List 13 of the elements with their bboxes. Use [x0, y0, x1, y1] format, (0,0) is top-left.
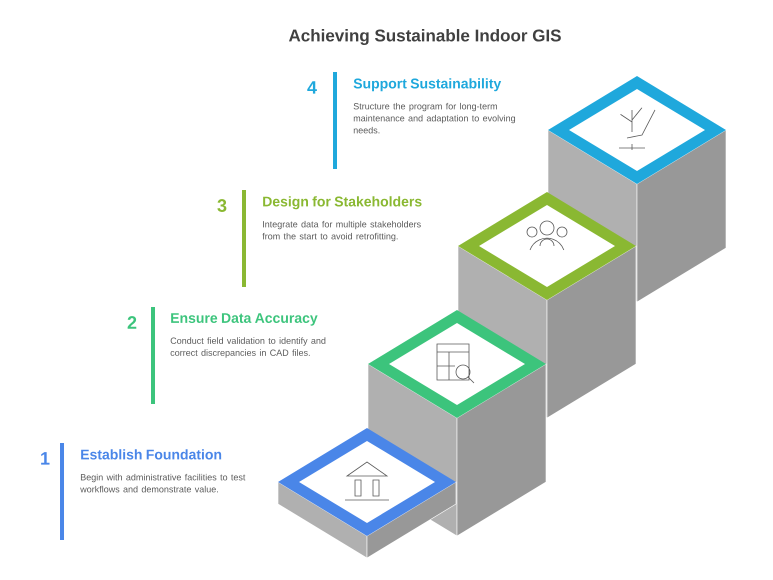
step-heading: Support Sustainability: [354, 78, 502, 92]
step-description: Begin with administrative facilities to test workflows and demonstrate value.: [80, 474, 246, 492]
step-number: 4: [307, 81, 317, 94]
step-heading: Establish Foundation: [81, 449, 222, 460]
step-description: Conduct field validation to identify and correct discrepancies in CAD files.: [170, 337, 326, 358]
step-description: Structure the program for long-term maintenance and adaptation to evolving needs.: [354, 102, 516, 134]
step-number: 1: [41, 452, 50, 465]
title: Achieving Sustainable Indoor GIS: [288, 29, 561, 45]
step-number: 3: [217, 199, 226, 212]
step-description: Integrate data for multiple stakeholders from the start to avoid retrofitting.: [262, 220, 421, 242]
step-heading: Design for Stakeholders: [263, 196, 422, 210]
step-number: 2: [128, 316, 136, 329]
step-heading: Ensure Data Accuracy: [171, 313, 318, 326]
